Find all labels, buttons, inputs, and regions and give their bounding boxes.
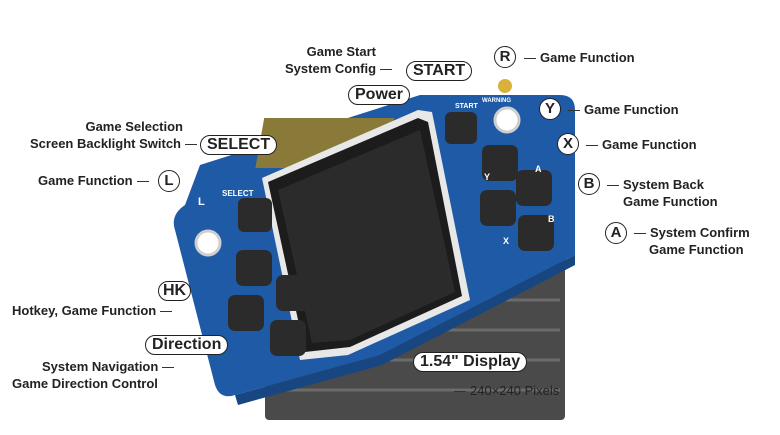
hk-badge: HK xyxy=(158,281,192,301)
x-badge: X xyxy=(557,133,579,155)
left-buttons xyxy=(228,198,312,356)
a-desc-line1: System Confirm xyxy=(630,224,750,241)
b-desc-line1: System Back xyxy=(603,176,718,193)
a-desc-line2: Game Function xyxy=(649,242,744,257)
l-desc: Game Function xyxy=(38,172,153,189)
select-desc-line1: Game Selection xyxy=(85,119,183,134)
start-desc: Game Start System Config xyxy=(285,43,396,77)
silk-l: L xyxy=(198,196,205,208)
direction-desc: System Navigation Game Direction Control xyxy=(12,358,178,392)
display-badge: 1.54" Display xyxy=(413,352,528,372)
y-badge: Y xyxy=(539,98,561,120)
a-desc: System Confirm Game Function xyxy=(630,224,750,258)
select-desc-line2: Screen Backlight Switch xyxy=(30,135,197,152)
select-desc: Game Selection Screen Backlight Switch xyxy=(30,118,197,152)
silk-b: B xyxy=(548,214,555,224)
x-button-shape xyxy=(516,170,552,206)
silk-x: X xyxy=(503,236,509,246)
b-badge: B xyxy=(578,173,600,195)
right-buttons xyxy=(445,112,554,251)
select-button-shape xyxy=(238,198,272,232)
dpad-right-shape xyxy=(276,275,312,311)
r-shoulder-button xyxy=(498,79,512,93)
b-desc-line2: Game Function xyxy=(623,194,718,209)
dpad-down-shape xyxy=(270,320,306,356)
display-desc: 240×240 Pixels xyxy=(450,382,559,399)
b-button-shape xyxy=(480,190,516,226)
dpad-left-shape xyxy=(228,295,264,331)
silk-y: Y xyxy=(484,172,490,182)
start-desc-line2: System Config xyxy=(285,60,396,77)
hk-button-shape xyxy=(236,250,272,286)
silk-r: R xyxy=(522,84,530,96)
mount-hole-left xyxy=(194,229,222,257)
hk-desc: Hotkey, Game Function xyxy=(12,302,176,319)
direction-desc-line2: Game Direction Control xyxy=(12,376,158,391)
pcb-edge xyxy=(235,255,575,405)
l-badge: L xyxy=(158,170,180,192)
silk-select: SELECT xyxy=(222,189,254,198)
start-badge: START xyxy=(406,61,473,81)
start-button-shape xyxy=(445,112,477,144)
a-button-shape xyxy=(518,215,554,251)
a-badge: A xyxy=(605,222,627,244)
start-desc-line1: Game Start xyxy=(306,44,377,59)
silk-a: A xyxy=(535,164,542,174)
direction-desc-line1: System Navigation xyxy=(12,358,178,375)
direction-badge: Direction xyxy=(145,335,229,355)
mount-hole-right xyxy=(493,106,521,134)
y-button-shape xyxy=(482,145,518,181)
r-desc: Game Function xyxy=(520,49,635,66)
silk-warning: WARNING xyxy=(482,98,511,104)
screen-display xyxy=(278,130,455,343)
r-badge: R xyxy=(494,46,516,68)
silk-start: START xyxy=(455,103,479,110)
select-badge: SELECT xyxy=(200,135,278,155)
x-desc: Game Function xyxy=(582,136,697,153)
power-badge: Power xyxy=(348,85,411,105)
b-desc: System Back Game Function xyxy=(603,176,718,210)
y-desc: Game Function xyxy=(564,101,679,118)
